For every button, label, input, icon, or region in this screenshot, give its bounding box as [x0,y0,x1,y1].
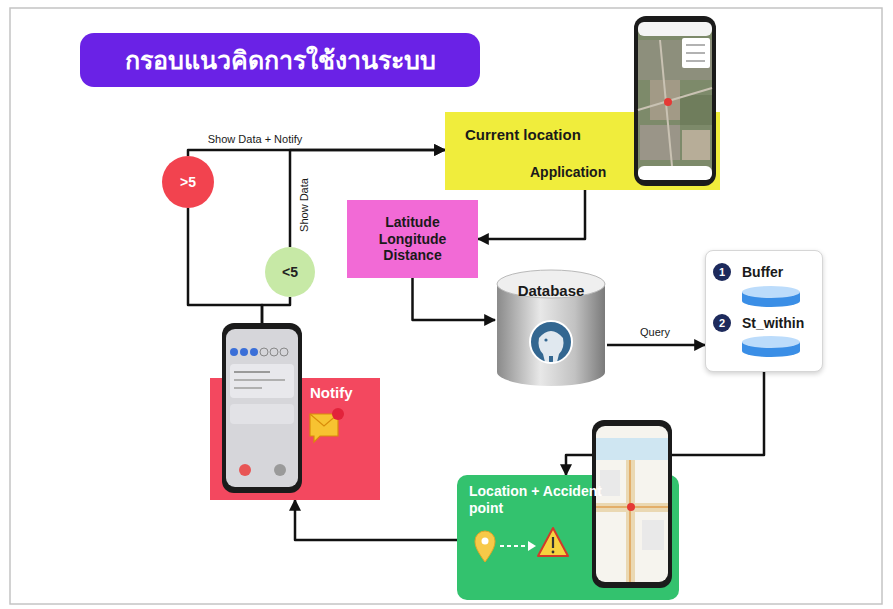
connector-arrow [478,190,585,239]
input-box: Latitude Longitude Distance [347,200,478,278]
node-text: Location + Accident point [469,483,604,517]
node-text: Database [518,282,585,300]
phone-notification [222,323,302,493]
location-pin [475,531,495,562]
edge-label: Show Data + Notify [206,133,304,146]
edge-label: Show Data [298,176,311,234]
node-text: >5 [180,174,196,191]
callout-number: 2 [713,314,731,332]
connector-arrow [413,278,496,320]
connector-arrow [295,500,457,540]
connector-arrow [607,344,705,347]
node-text: <5 [282,264,298,281]
node-text: Latitude Longitude Distance [363,214,463,264]
database-cylinder: Database [495,268,607,390]
warning-sign [538,528,568,556]
threshold-circle: <5 [265,247,315,297]
callout-number: 1 [713,263,731,281]
title-banner: กรอบแนวคิดการใช้งานระบบ [80,33,480,87]
title-text: กรอบแนวคิดการใช้งานระบบ [125,45,436,75]
query-disc [742,286,800,357]
edge-label: Query [638,326,672,339]
phone-accident-map [592,420,672,588]
threshold-circle: >5 [162,156,214,208]
phone-map-app [634,16,716,186]
frame-border [10,8,882,604]
node-text: St_within [742,315,804,332]
dashed-arrow [500,541,536,551]
node-text: Application [530,164,606,181]
node-text: Buffer [742,264,783,281]
node-text: Notify [310,384,353,402]
envelope-icon [310,408,344,442]
node-text: Current location [465,126,581,144]
